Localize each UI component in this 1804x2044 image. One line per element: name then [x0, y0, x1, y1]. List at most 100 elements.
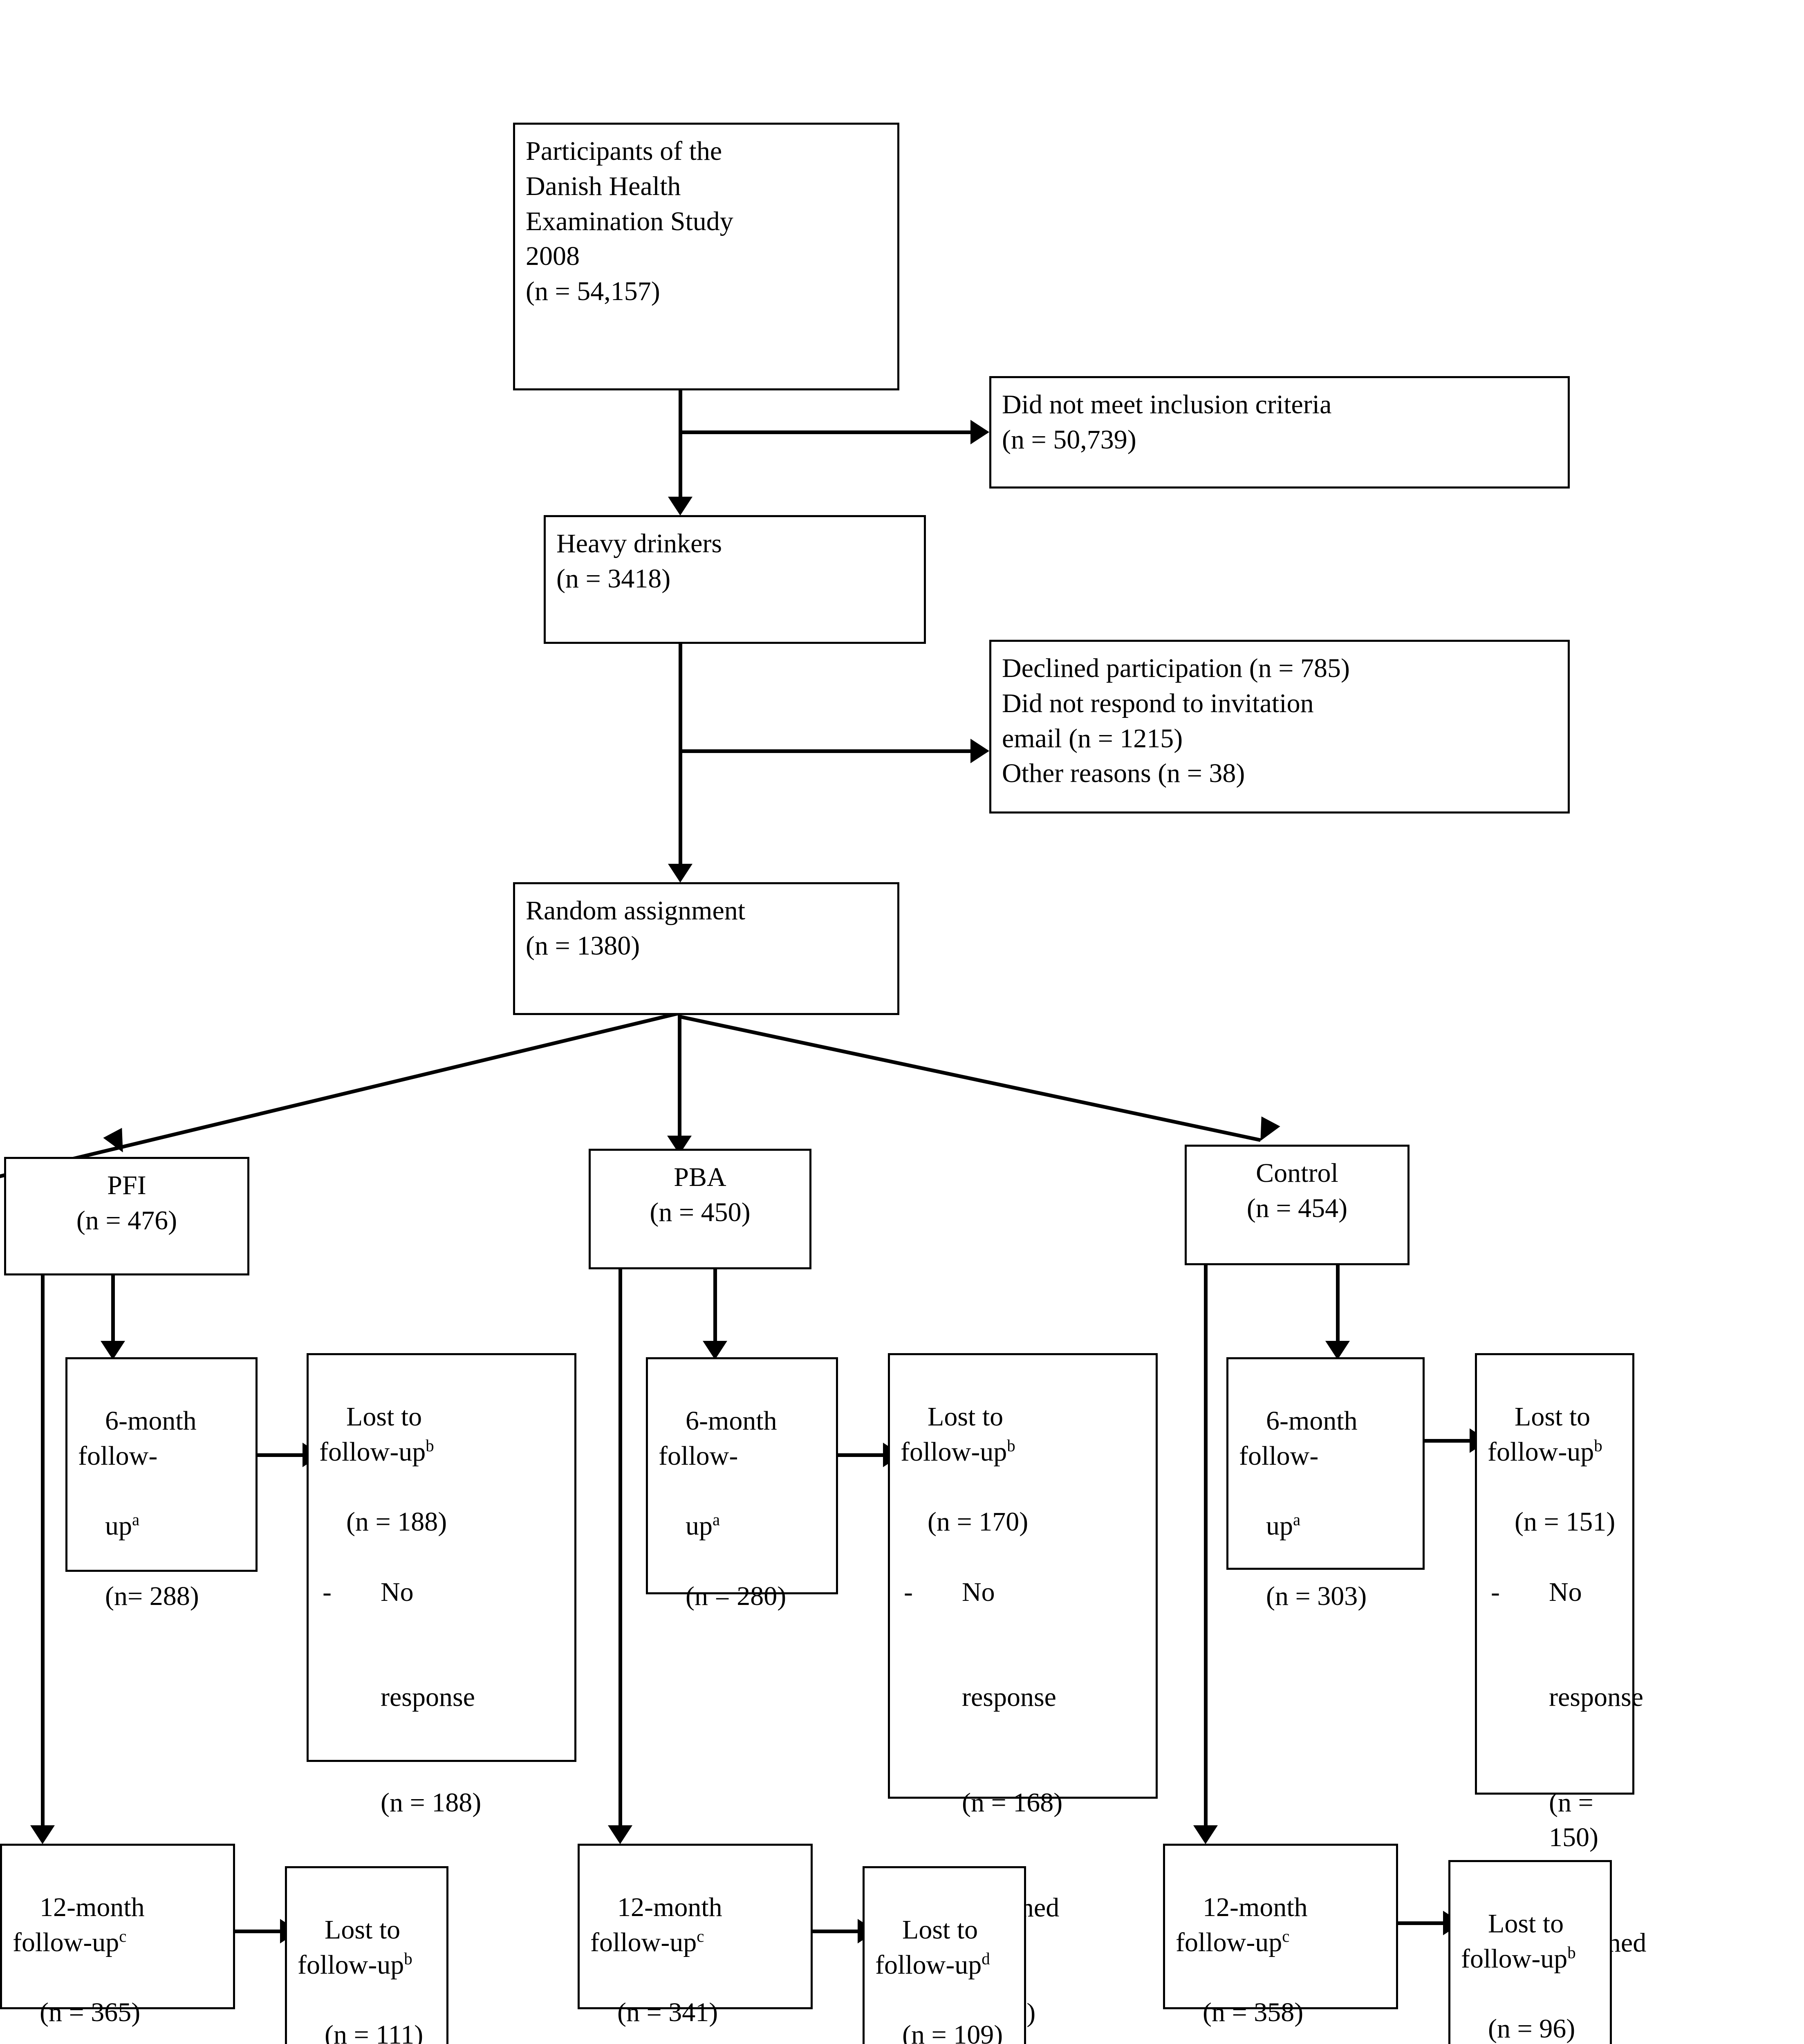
- control-6month-lost-reason: - No: [1488, 1575, 1622, 1610]
- connector-pba-12month-to-lost: [812, 1930, 859, 1933]
- connector-pba-to-6month: [713, 1267, 717, 1343]
- control-12month-lost-footnote: b: [1567, 1943, 1576, 1962]
- node-control-6month: 6-month follow- upa (n = 303): [1226, 1357, 1425, 1611]
- bullet-dash-icon: -: [904, 1577, 913, 1607]
- pfi-6month-lost-title: Lost to follow-up: [319, 1401, 426, 1467]
- arrowhead-randomization: [668, 864, 692, 883]
- connector-control-to-12month: [1204, 1263, 1208, 1827]
- reason-count: (n = 188): [381, 1787, 482, 1818]
- node-arm-pba: PBA (n = 450): [589, 1149, 811, 1269]
- reason-count: (n = 150): [1549, 1787, 1600, 1853]
- pfi-6month-count: (n= 288): [105, 1581, 199, 1611]
- pba-6month-title: 6-month follow-: [659, 1405, 777, 1471]
- connector-heavy-drinkers-spine: [679, 643, 682, 866]
- pfi-12month-lost-footnote: b: [404, 1949, 412, 1968]
- reason-label: No: [962, 1577, 995, 1607]
- pfi-12month-title: 12-month follow-up: [13, 1892, 145, 1957]
- arrowhead-pfi: [103, 1127, 132, 1158]
- connector-enrollment-spine: [679, 390, 682, 499]
- pba-12month-lost-count: (n = 109): [902, 2020, 1003, 2044]
- pba-12month-lost-footnote: d: [982, 1949, 990, 1968]
- pfi-12month-lost-title: Lost to follow-up: [298, 1914, 404, 1980]
- arrowhead-pba-6month: [703, 1341, 727, 1360]
- reason-cont: response: [962, 1682, 1056, 1712]
- arrowhead-heavy-drinkers: [668, 497, 692, 515]
- connector-pfi-6month-to-lost: [257, 1453, 304, 1457]
- pfi-6month-footnote: a: [132, 1511, 140, 1529]
- pba-12month-lost-title: Lost to follow-up: [875, 1914, 982, 1980]
- pba-6month-lost-reason: - No: [901, 1575, 1145, 1610]
- bullet-dash-icon: -: [323, 1577, 332, 1607]
- control-6month-lost-footnote: b: [1594, 1436, 1602, 1455]
- pba-6month-lost-count: (n = 170): [928, 1507, 1029, 1537]
- connector-control-to-6month: [1336, 1263, 1340, 1343]
- reason-label: No: [1549, 1577, 1582, 1607]
- node-pba-12month-lost: Lost to follow-upd (n = 109) -No respons…: [863, 1866, 1026, 2044]
- node-control-12month: 12-month follow-upc (n = 358): [1163, 1844, 1398, 2027]
- pfi-12month-count: (n = 365): [40, 1997, 141, 2028]
- arrowhead-pfi-12month: [30, 1825, 55, 1844]
- pba-6month-lost-title: Lost to follow-up: [901, 1401, 1007, 1467]
- bullet-dash-icon: -: [1491, 1577, 1500, 1607]
- connector-pfi-12month-to-lost: [234, 1930, 281, 1933]
- pba-12month-footnote: c: [697, 1927, 704, 1945]
- node-pfi-6month-lost: Lost to follow-upb (n = 188) - No respons…: [307, 1353, 576, 1818]
- control-12month-count: (n = 358): [1203, 1997, 1304, 2028]
- connector-control-6month-to-lost: [1424, 1439, 1471, 1443]
- control-6month-lost-count: (n = 151): [1515, 1507, 1616, 1537]
- control-12month-lost-count: (n = 96): [1488, 2014, 1575, 2044]
- node-excluded-inclusion: Did not meet inclusion criteria (n = 50,…: [989, 376, 1570, 489]
- reason-label: No: [381, 1577, 414, 1607]
- connector-randomization-to-control: [680, 1015, 1261, 1142]
- pfi-6month-lost-footnote: b: [426, 1436, 434, 1455]
- connector-to-excluded-inclusion: [679, 430, 973, 434]
- pba-6month-title-tail: up: [686, 1511, 713, 1541]
- node-pfi-12month-lost: Lost to follow-upb (n = 111) -No respons…: [285, 1866, 448, 2044]
- control-6month-title: 6-month follow-: [1239, 1405, 1358, 1471]
- control-12month-footnote: c: [1282, 1927, 1290, 1945]
- node-arm-control: Control (n = 454): [1185, 1145, 1410, 1265]
- node-control-6month-lost: Lost to follow-upb (n = 151) -No respons…: [1475, 1353, 1646, 2044]
- node-randomization: Random assignment (n = 1380): [513, 882, 899, 1015]
- connector-pfi-to-12month: [41, 1273, 45, 1827]
- connector-pfi-to-6month: [111, 1273, 115, 1343]
- pba-6month-count: (n = 280): [686, 1581, 787, 1611]
- pfi-6month-lost-reason: - No: [319, 1575, 564, 1610]
- arrowhead-control: [1251, 1116, 1280, 1146]
- node-pba-6month-lost: Lost to follow-upb (n = 170) - No respons…: [888, 1353, 1158, 2028]
- arrowhead-excluded-participation: [970, 739, 989, 763]
- node-pba-12month: 12-month follow-upc (n = 341): [578, 1844, 813, 2027]
- pfi-6month-lost-count: (n = 188): [346, 1507, 447, 1537]
- control-12month-title: 12-month follow-up: [1176, 1892, 1308, 1957]
- connector-randomization-to-pba: [678, 1015, 681, 1138]
- connector-pba-6month-to-lost: [837, 1453, 884, 1457]
- pfi-6month-title: 6-month follow-: [78, 1405, 197, 1471]
- pfi-6month-title-tail: up: [105, 1511, 132, 1541]
- node-pfi-12month: 12-month follow-upc (n = 365): [0, 1844, 235, 2027]
- reason-cont: response: [1549, 1682, 1643, 1712]
- reason-count: (n = 168): [962, 1787, 1063, 1818]
- arrowhead-pba-12month: [608, 1825, 632, 1844]
- pba-6month-lost-footnote: b: [1007, 1436, 1015, 1455]
- pfi-12month-lost-count: (n = 111): [325, 2020, 424, 2044]
- connector-control-12month-to-lost: [1397, 1921, 1444, 1925]
- arrowhead-excluded-inclusion: [970, 420, 989, 444]
- reason-cont: response: [381, 1682, 475, 1712]
- control-6month-title-tail: up: [1266, 1511, 1293, 1541]
- node-excluded-participation: Declined participation (n = 785) Did not…: [989, 640, 1570, 814]
- node-control-12month-lost: Lost to follow-upb (n = 96) -No response…: [1448, 1860, 1612, 2044]
- control-12month-lost-title: Lost to follow-up: [1461, 1908, 1568, 1974]
- pfi-12month-footnote: c: [119, 1927, 127, 1945]
- arrowhead-control-12month: [1193, 1825, 1218, 1844]
- pba-6month-footnote: a: [713, 1511, 720, 1529]
- node-pba-6month: 6-month follow- upa (n = 280): [646, 1357, 838, 1611]
- node-arm-pfi: PFI (n = 476): [4, 1157, 249, 1275]
- connector-pba-to-12month: [619, 1267, 622, 1827]
- connector-to-excluded-participation: [679, 749, 973, 753]
- arrowhead-control-6month: [1325, 1341, 1350, 1360]
- node-enrollment: Participants of the Danish Health Examin…: [513, 123, 899, 390]
- control-6month-count: (n = 303): [1266, 1581, 1367, 1611]
- pba-12month-title: 12-month follow-up: [590, 1892, 722, 1957]
- node-heavy-drinkers: Heavy drinkers (n = 3418): [544, 515, 926, 644]
